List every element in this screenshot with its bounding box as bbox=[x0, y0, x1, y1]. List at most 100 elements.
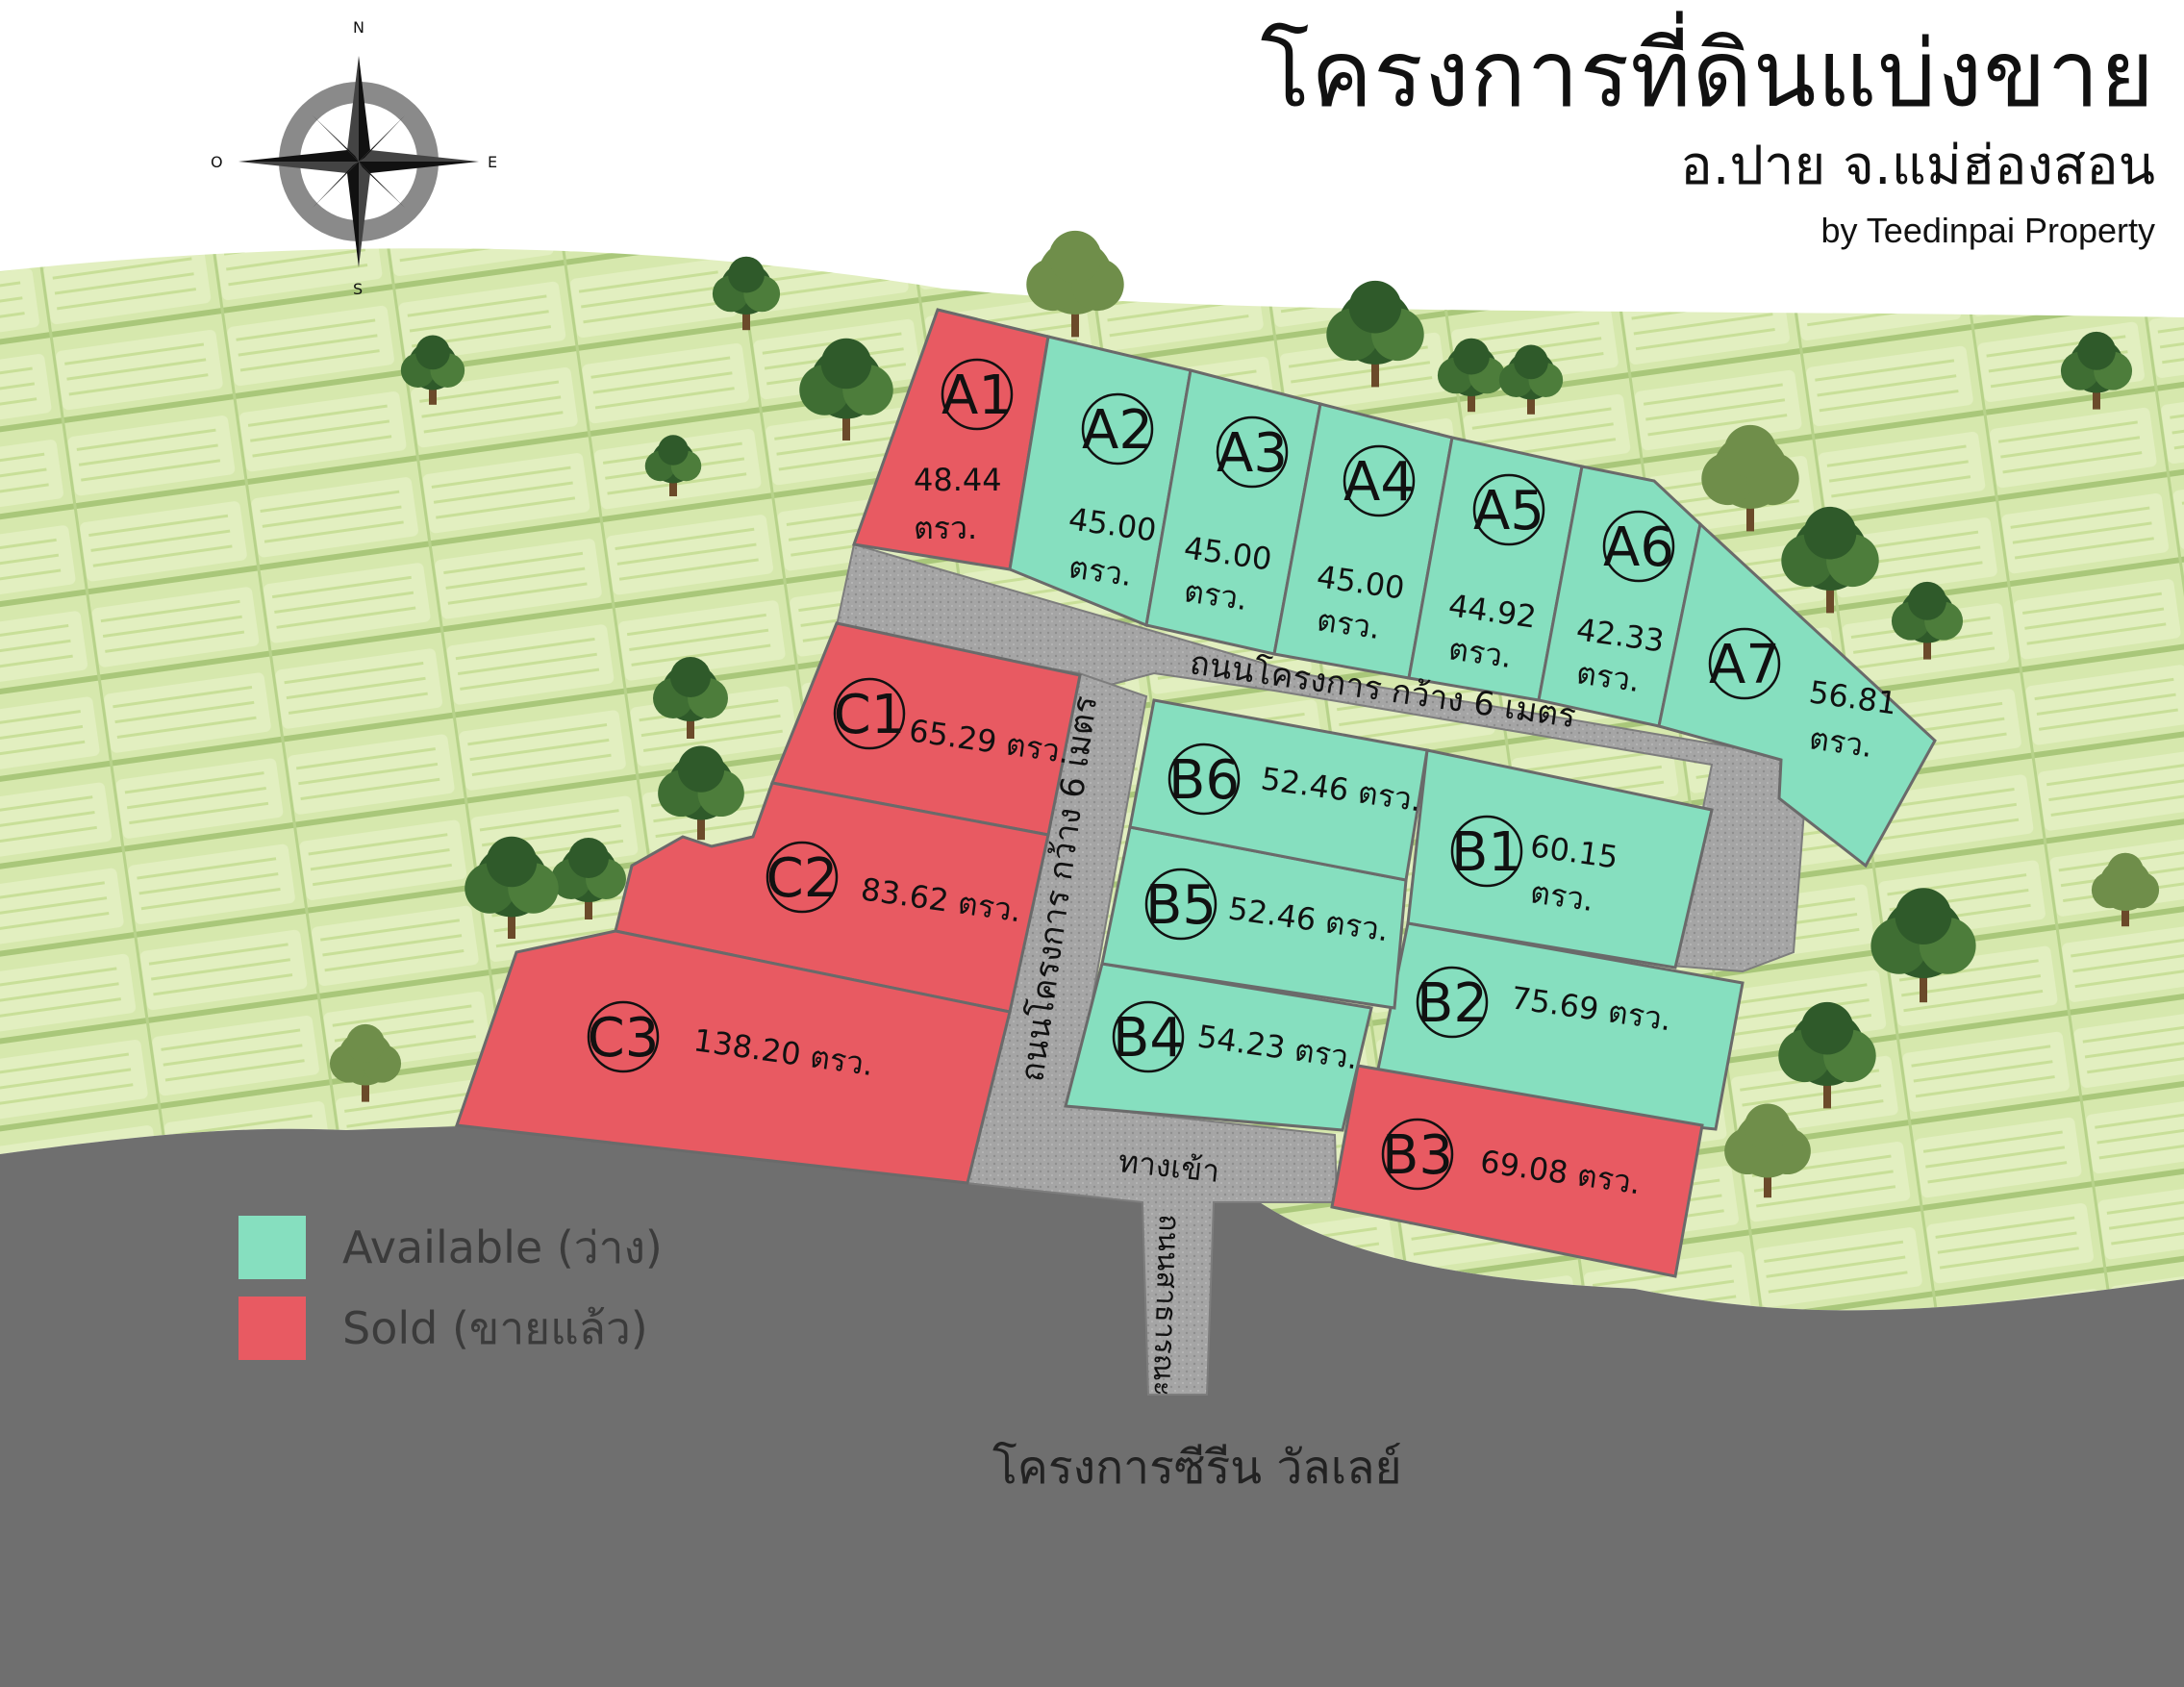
legend-swatch-available bbox=[238, 1216, 306, 1279]
plot-id-circle bbox=[1343, 444, 1416, 517]
tree-icon bbox=[653, 657, 728, 739]
plot-id-circle bbox=[1472, 473, 1545, 546]
tree-icon bbox=[1778, 1001, 1876, 1109]
plot-id-label: A5 bbox=[1473, 480, 1544, 542]
plot-id-circle bbox=[1602, 510, 1675, 583]
plot-shape-b2[interactable] bbox=[1371, 921, 1745, 1131]
plot-id-label: A7 bbox=[1709, 634, 1780, 696]
plot-unit-label: ตรว. bbox=[1807, 719, 1875, 765]
plot-unit-label: ตรว. bbox=[1315, 601, 1383, 646]
plot-id-label: B5 bbox=[1145, 874, 1217, 937]
plot-id-circle bbox=[1112, 1000, 1185, 1073]
plot-id-label: A4 bbox=[1343, 451, 1415, 514]
plot-unit-label: ตรว. bbox=[914, 510, 977, 546]
neighbor-land bbox=[0, 1102, 2184, 1687]
tree-icon bbox=[2060, 331, 2133, 410]
tree-icon bbox=[712, 256, 781, 331]
plot-id-circle bbox=[941, 358, 1014, 431]
plot-id-label: A2 bbox=[1082, 399, 1153, 462]
tree-icon bbox=[464, 836, 559, 939]
tree-icon bbox=[551, 838, 626, 919]
plot-area-label: 48.44 bbox=[914, 462, 1002, 498]
plot-shape-c2[interactable] bbox=[614, 781, 1050, 1014]
plot-id-label: C3 bbox=[588, 1007, 660, 1070]
tree-icon bbox=[799, 338, 893, 441]
tree-icon bbox=[1870, 888, 1976, 1003]
page-title: โครงการที่ดินแบ่งขาย bbox=[1260, 20, 2155, 128]
plot-id-circle bbox=[587, 1000, 660, 1073]
tree-icon bbox=[1891, 581, 1964, 660]
tree-icon bbox=[1701, 424, 1799, 532]
tree-icon bbox=[2091, 852, 2160, 927]
legend-item-available: Available (ว่าง) bbox=[238, 1214, 663, 1281]
legend-item-sold: Sold (ขายแล้ว) bbox=[238, 1295, 663, 1362]
plot-id-label: B1 bbox=[1451, 821, 1522, 884]
plot-id-circle bbox=[1416, 966, 1489, 1039]
plot-unit-label: ตรว. bbox=[1446, 630, 1515, 675]
tree-icon bbox=[1437, 338, 1506, 413]
plot-id-circle bbox=[833, 677, 906, 750]
compass-west: O bbox=[211, 153, 223, 171]
plot-shape-c3[interactable] bbox=[454, 929, 1012, 1185]
tree-icon bbox=[1026, 230, 1124, 338]
legend-label-available: Available (ว่าง) bbox=[342, 1221, 663, 1273]
plot-id-label: A6 bbox=[1603, 516, 1674, 579]
tree-icon bbox=[1498, 344, 1564, 415]
plot-id-label: B3 bbox=[1382, 1124, 1453, 1187]
plot-id-label: B6 bbox=[1168, 749, 1240, 812]
title-block: โครงการที่ดินแบ่งขาย อ.ปาย จ.แม่ฮ่องสอน … bbox=[1260, 21, 2155, 254]
tree-icon bbox=[644, 435, 702, 496]
plot-id-circle bbox=[1450, 815, 1523, 888]
plot-unit-label: ตรว. bbox=[1067, 548, 1135, 593]
legend: Available (ว่าง) Sold (ขายแล้ว) bbox=[238, 1214, 663, 1375]
trees bbox=[329, 230, 2160, 1198]
compass-east: E bbox=[488, 153, 497, 171]
plot-id-label: A1 bbox=[941, 365, 1013, 427]
legend-label-sold: Sold (ขายแล้ว) bbox=[342, 1301, 648, 1354]
plot-id-label: B2 bbox=[1417, 972, 1488, 1035]
plot-id-label: C1 bbox=[834, 684, 906, 746]
legend-swatch-sold bbox=[238, 1297, 306, 1360]
compass-north: N bbox=[353, 18, 364, 37]
plot-id-label: C2 bbox=[766, 847, 839, 910]
public-road-label: ถนนสาธารณะ bbox=[1145, 1214, 1186, 1397]
tree-icon bbox=[658, 745, 744, 841]
plot-unit-label: ตรว. bbox=[1574, 654, 1643, 699]
plot-shape-b4[interactable] bbox=[1064, 962, 1373, 1132]
plot-unit-label: ตรว. bbox=[1528, 873, 1596, 919]
plot-id-circle bbox=[766, 841, 839, 914]
neighbor-project-label: โครงการซีรีน วัลเลย์ bbox=[992, 1441, 1402, 1495]
plot-id-circle bbox=[1381, 1118, 1454, 1191]
tree-icon bbox=[400, 335, 465, 405]
tree-icon bbox=[329, 1023, 402, 1102]
plot-id-circle bbox=[1167, 743, 1241, 816]
plot-shape-a7[interactable] bbox=[1657, 521, 1937, 869]
plot-id-label: A3 bbox=[1217, 422, 1288, 485]
compass-rose-icon: N S E O bbox=[211, 18, 497, 298]
plot-unit-label: ตรว. bbox=[1182, 572, 1250, 617]
plot-id-circle bbox=[1708, 627, 1781, 700]
plot-shape-b1[interactable] bbox=[1406, 748, 1714, 969]
company-byline: by Teedinpai Property bbox=[1820, 211, 2155, 250]
plots: A148.44ตรว.A245.00ตรว.A345.00ตรว.A445.00… bbox=[454, 308, 1937, 1278]
tree-icon bbox=[1724, 1103, 1811, 1198]
plot-id-circle bbox=[1144, 868, 1218, 941]
plot-id-circle bbox=[1081, 392, 1154, 466]
plot-shape-b3[interactable] bbox=[1330, 1064, 1704, 1278]
location-subtitle: อ.ปาย จ.แม่ฮ่องสอน bbox=[1680, 135, 2155, 197]
